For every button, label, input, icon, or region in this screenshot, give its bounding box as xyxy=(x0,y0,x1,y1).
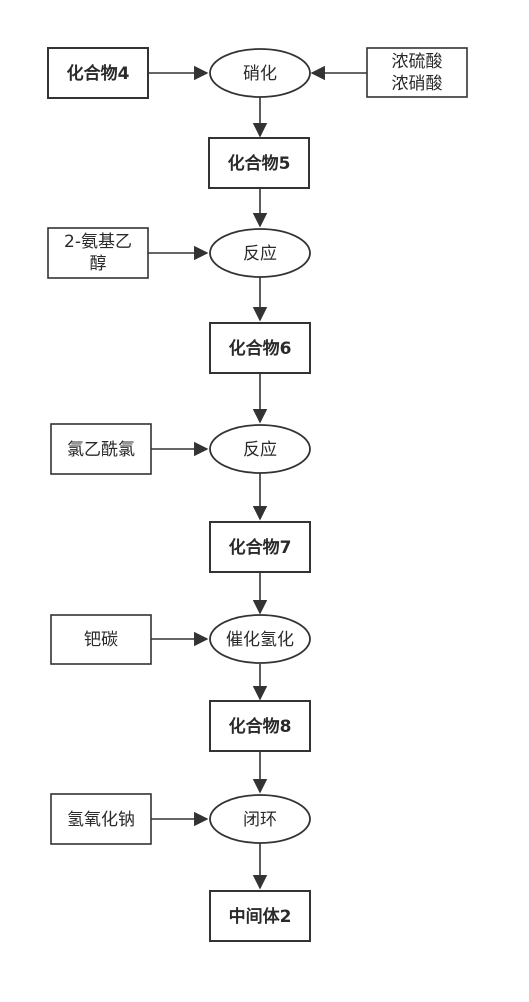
reagent-pd-carbon: 钯碳 xyxy=(50,614,152,665)
node-hydrogenation: 催化氢化 xyxy=(209,614,311,664)
node-reaction2: 反应 xyxy=(209,424,311,474)
node-label: 化合物4 xyxy=(67,63,130,84)
node-intermediate2: 中间体2 xyxy=(209,890,311,942)
reagent-sodium-hydroxide: 氢氧化钠 xyxy=(50,793,152,845)
node-label: 闭环 xyxy=(243,810,277,830)
node-cyclization: 闭环 xyxy=(209,794,311,844)
reagent-label: 钯碳 xyxy=(84,630,118,650)
node-label: 化合物8 xyxy=(229,716,292,737)
node-label: 中间体2 xyxy=(229,906,292,927)
node-compound7: 化合物7 xyxy=(209,521,311,573)
node-label: 化合物7 xyxy=(229,537,292,558)
reagent-acids: 浓硫酸 浓硝酸 xyxy=(366,47,468,98)
node-label: 催化氢化 xyxy=(226,630,294,650)
reagent-label-line1: 2-氨基乙 xyxy=(64,232,132,252)
reagent-chloroacetyl-chloride: 氯乙酰氯 xyxy=(50,423,152,475)
node-nitration: 硝化 xyxy=(209,48,311,98)
node-compound5: 化合物5 xyxy=(208,137,310,189)
node-label: 化合物6 xyxy=(229,338,292,359)
node-label: 反应 xyxy=(243,440,277,460)
node-label: 化合物5 xyxy=(228,153,291,174)
reagent-aminoethanol: 2-氨基乙 醇 xyxy=(47,227,149,279)
reagent-label: 氯乙酰氯 xyxy=(67,440,135,460)
edges xyxy=(148,65,367,890)
node-label: 硝化 xyxy=(243,64,277,84)
node-compound4: 化合物4 xyxy=(47,47,149,99)
node-label: 反应 xyxy=(243,244,277,264)
reagent-label: 氢氧化钠 xyxy=(67,810,135,830)
node-reaction1: 反应 xyxy=(209,228,311,278)
node-compound6: 化合物6 xyxy=(209,322,311,374)
reagent-label-line1: 浓硫酸 xyxy=(392,52,443,72)
reagent-label-line2: 浓硝酸 xyxy=(392,74,443,94)
node-compound8: 化合物8 xyxy=(209,700,311,752)
reagent-label-line2: 醇 xyxy=(90,254,107,274)
